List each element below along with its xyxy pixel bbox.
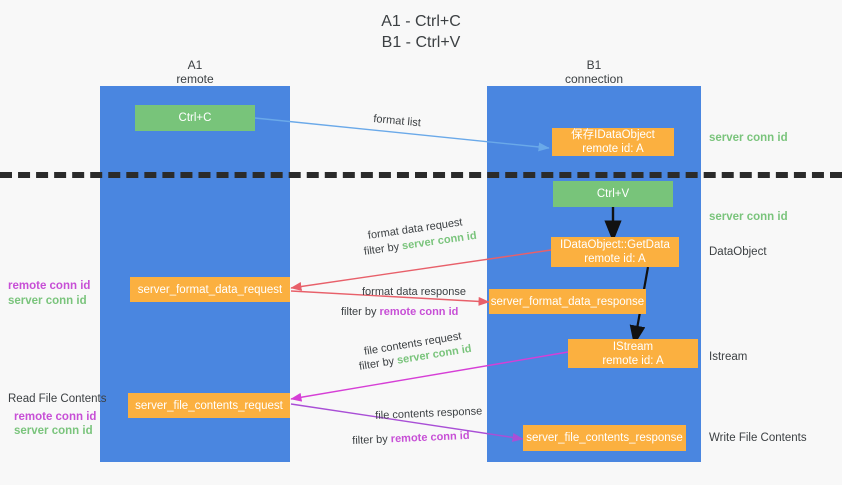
label-istream: Istream	[709, 351, 748, 363]
arrow-label-format-data-response: format data response	[362, 286, 466, 298]
box-idataobject-getdata[interactable]: IDataObject::GetData remote id: A	[551, 237, 679, 267]
label-server-conn-id-top: server conn id	[709, 132, 788, 144]
filter-prefix-text: filter by	[352, 433, 392, 447]
box-server-file-contents-request[interactable]: server_file_contents_request	[128, 393, 290, 418]
arrow-label-file-contents-response: file contents response	[375, 405, 483, 422]
label-file-server-conn-id: server conn id	[14, 425, 93, 437]
label-dataobject: DataObject	[709, 246, 767, 258]
label-write-file-contents: Write File Contents	[709, 432, 807, 444]
filter-key-remote-conn-id: remote conn id	[390, 429, 470, 446]
column-header-b1: B1 connection	[564, 58, 624, 86]
filter-prefix-text: filter by	[363, 240, 403, 258]
label-format-remote-conn-id: remote conn id	[8, 280, 91, 292]
page-title: A1 - Ctrl+C B1 - Ctrl+V	[381, 13, 461, 51]
arrow-label-format-list: format list	[372, 112, 422, 130]
box-istream[interactable]: IStream remote id: A	[568, 339, 698, 368]
filter-key-remote-conn-id: remote conn id	[379, 306, 459, 318]
arrow-label-format-data-response-filter: filter by remote conn id	[341, 305, 458, 320]
box-server-file-contents-response[interactable]: server_file_contents_response	[523, 425, 686, 451]
filter-prefix-text: filter by	[341, 306, 380, 318]
arrow-label-file-contents-response-filter: filter by remote conn id	[352, 429, 470, 449]
box-server-format-data-response[interactable]: server_format_data_response	[489, 289, 646, 314]
label-server-conn-id-second: server conn id	[709, 211, 788, 223]
label-file-remote-conn-id: remote conn id	[14, 411, 97, 423]
box-ctrl-c[interactable]: Ctrl+C	[135, 105, 255, 131]
label-format-server-conn-id: server conn id	[8, 295, 87, 307]
box-ctrl-v[interactable]: Ctrl+V	[553, 181, 673, 207]
column-header-a1: A1 remote	[176, 58, 214, 86]
box-server-format-data-request[interactable]: server_format_data_request	[130, 277, 290, 302]
phase-divider	[0, 172, 842, 178]
label-read-file-contents: Read File Contents	[8, 393, 107, 405]
box-save-idataobject[interactable]: 保存IDataObject remote id: A	[552, 128, 674, 156]
